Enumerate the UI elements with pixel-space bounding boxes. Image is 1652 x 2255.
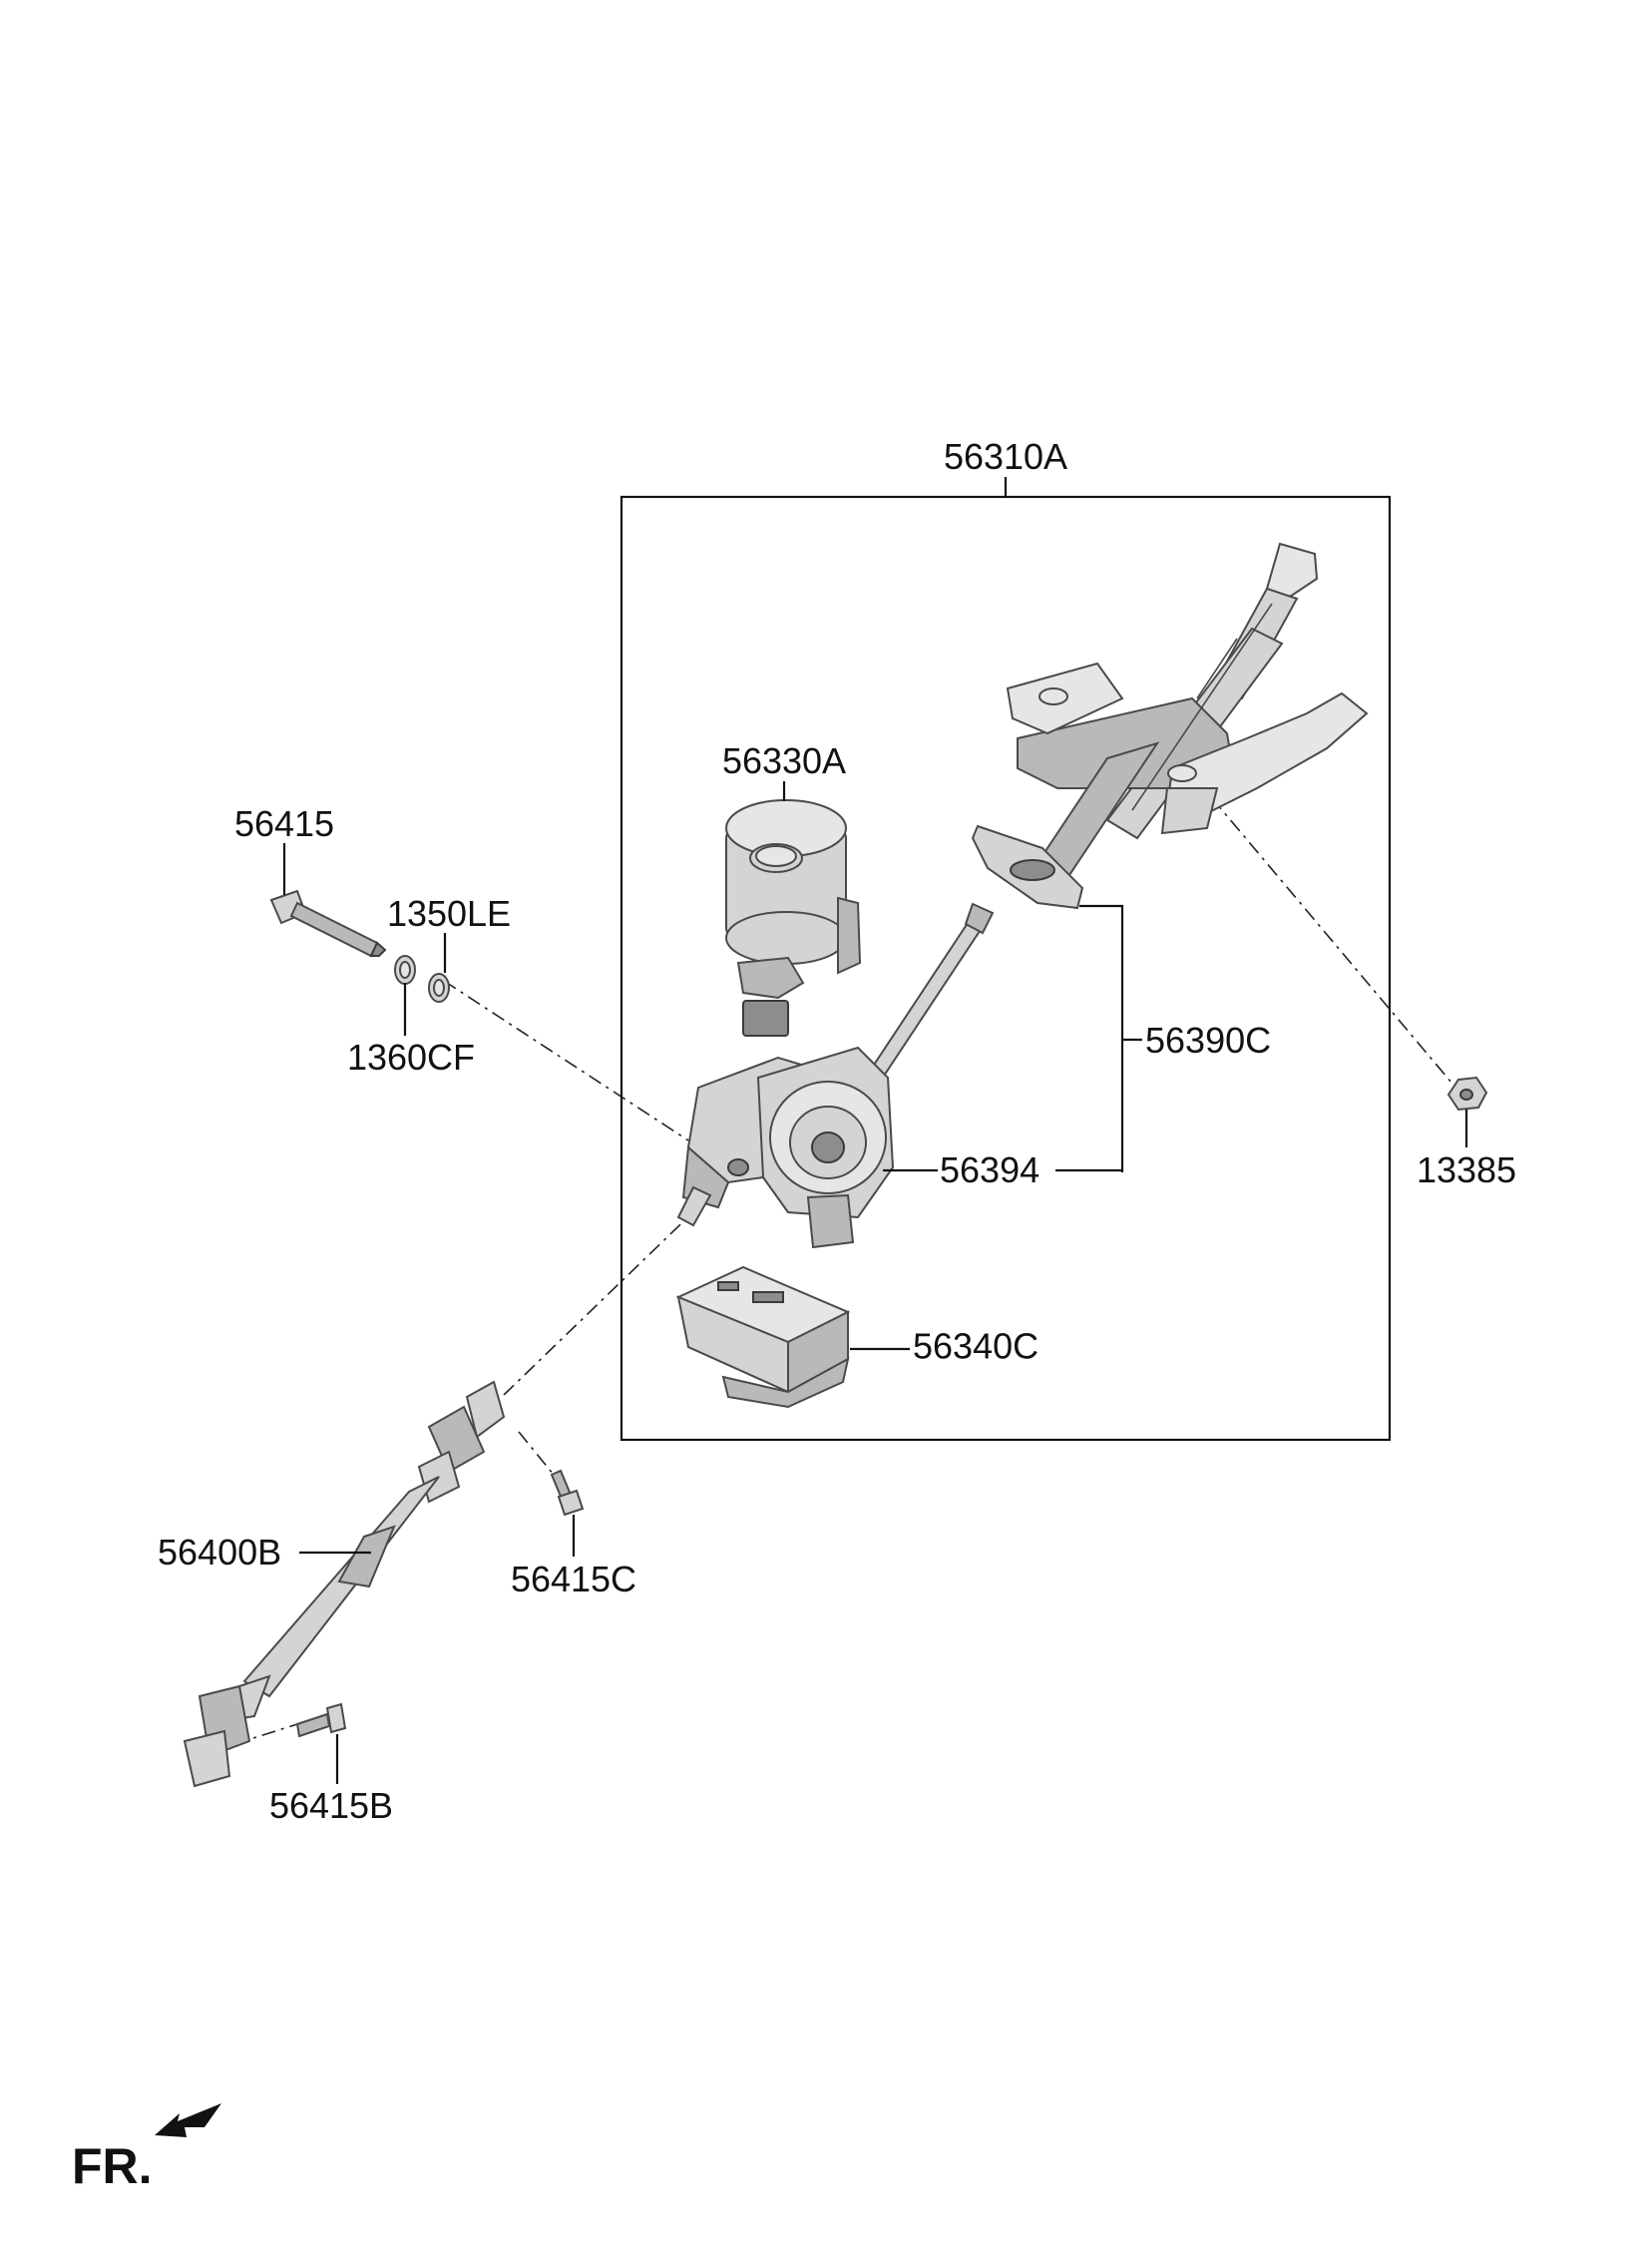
part-label-1350LE: 1350LE <box>387 893 511 934</box>
part-label-56400B: 56400B <box>158 1532 281 1573</box>
part-label-56415C: 56415C <box>511 1559 636 1599</box>
electric-motor <box>725 799 862 1037</box>
leader-56390C <box>1079 904 1124 1172</box>
bolt-56415 <box>269 889 387 958</box>
front-direction-label: FR. <box>72 2138 153 2194</box>
part-label-56330A: 56330A <box>722 740 846 781</box>
front-direction-arrow-icon <box>155 2103 221 2137</box>
part-label-56394: 56394 <box>940 1149 1039 1190</box>
dash-line-bolt-c <box>518 1431 555 1476</box>
part-label-56415: 56415 <box>234 803 334 844</box>
part-label-56310A: 56310A <box>944 436 1067 477</box>
dash-line-shaft-to-housing <box>503 1201 704 1396</box>
dash-line-column-to-nut <box>1211 797 1452 1084</box>
dash-line-bolt-to-housing <box>443 980 689 1141</box>
bolt-56415C <box>550 1469 585 1517</box>
part-label-56390C: 56390C <box>1145 1020 1271 1061</box>
electronic-control-unit <box>675 1265 851 1409</box>
intermediate-shaft <box>183 1380 506 1788</box>
part-label-1360CF: 1360CF <box>347 1037 475 1078</box>
gear-reducer-housing <box>676 1046 895 1249</box>
part-label-56415B: 56415B <box>269 1785 393 1826</box>
part-label-13385: 13385 <box>1417 1149 1516 1190</box>
part-label-56340C: 56340C <box>913 1326 1038 1367</box>
hex-nut <box>1446 1076 1488 1112</box>
bolt-56415B <box>295 1702 347 1738</box>
steering-column-tube <box>971 542 1369 910</box>
